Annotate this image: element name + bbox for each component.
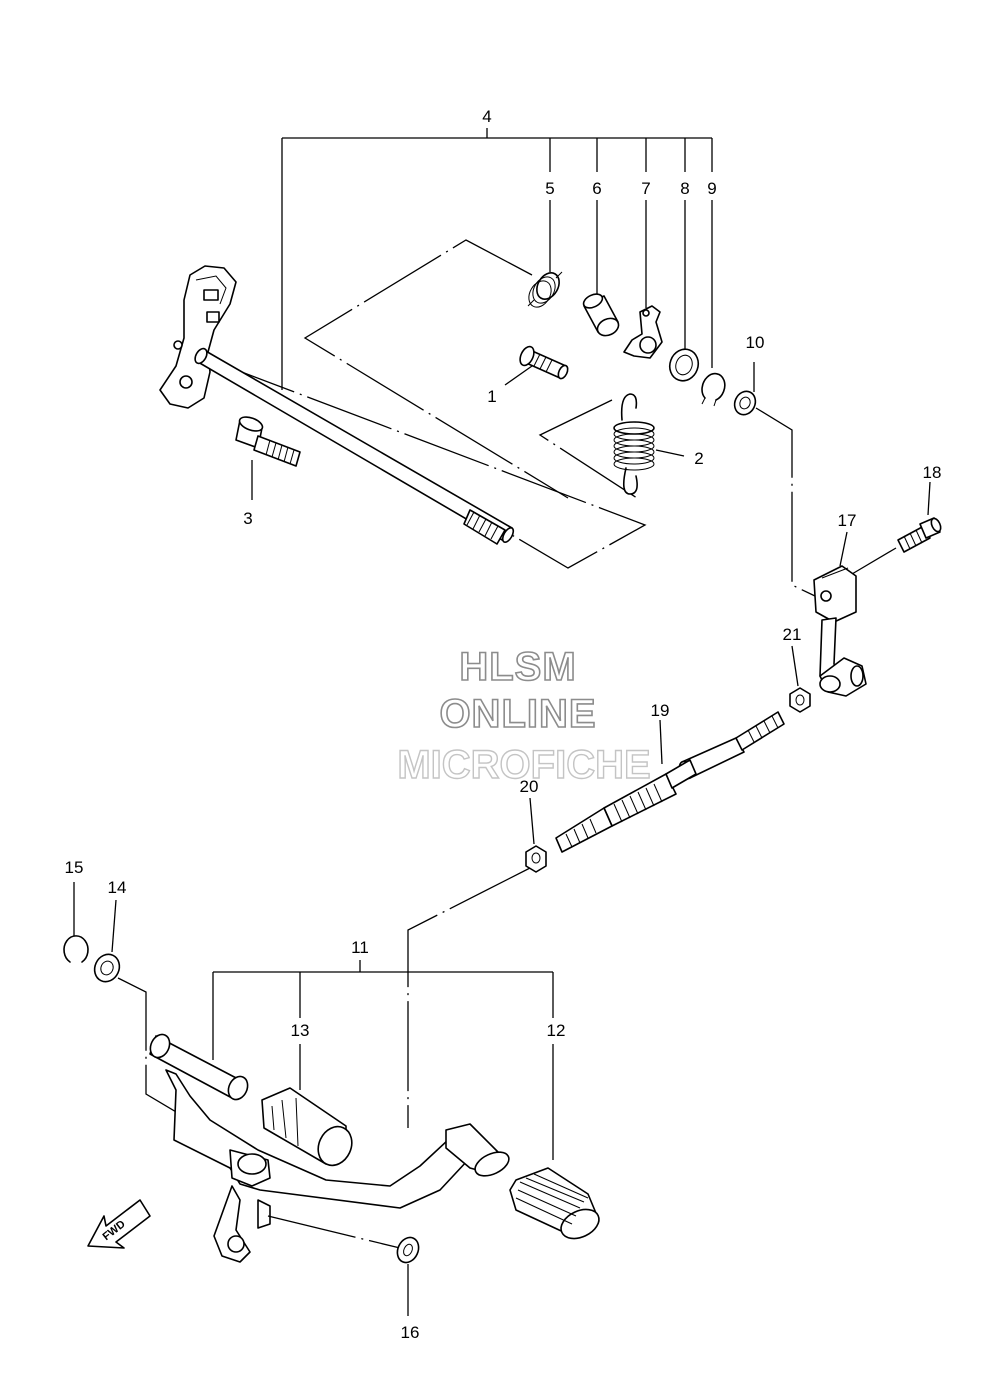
shift-shaft bbox=[194, 347, 515, 545]
spring-2 bbox=[613, 393, 685, 495]
callout-12: 12 bbox=[547, 1021, 566, 1040]
callout-labels: 4 5 6 7 8 9 10 1 2 3 18 17 21 19 20 15 1… bbox=[65, 107, 942, 1342]
callout-5: 5 bbox=[545, 179, 554, 198]
circlip-15 bbox=[63, 882, 89, 963]
nut-21 bbox=[789, 645, 811, 713]
assembly-guide-pedal bbox=[407, 867, 531, 1128]
callout-10: 10 bbox=[746, 333, 765, 352]
collar-1 bbox=[504, 345, 569, 386]
circlip-9 bbox=[701, 372, 726, 407]
collar-6 bbox=[582, 293, 620, 337]
lever-7 bbox=[623, 305, 663, 359]
washer-10 bbox=[733, 362, 816, 597]
callout-14: 14 bbox=[108, 878, 127, 897]
callout-20: 20 bbox=[520, 777, 539, 796]
callout-19: 19 bbox=[651, 701, 670, 720]
callout-15: 15 bbox=[65, 858, 84, 877]
assembly-guides-upper bbox=[209, 239, 647, 569]
spring-5 bbox=[527, 271, 563, 308]
pedal-pivot-shaft bbox=[149, 1033, 249, 1101]
group-11-bracket bbox=[212, 960, 554, 1160]
shift-arm bbox=[159, 265, 237, 409]
callout-13: 13 bbox=[291, 1021, 310, 1040]
shift-rod-19 bbox=[555, 711, 785, 853]
watermark: HLSM ONLINE MICROFICHE bbox=[397, 644, 652, 788]
callout-6: 6 bbox=[592, 179, 601, 198]
bolt-3 bbox=[235, 416, 301, 500]
callout-9: 9 bbox=[707, 179, 716, 198]
callout-3: 3 bbox=[243, 509, 252, 528]
callout-17: 17 bbox=[838, 511, 857, 530]
fwd-arrow-icon: FWD bbox=[87, 1199, 151, 1249]
callout-16: 16 bbox=[401, 1323, 420, 1342]
bolt-18 bbox=[851, 481, 942, 575]
washer-14 bbox=[93, 899, 241, 1151]
callout-2: 2 bbox=[694, 449, 703, 468]
group-4-bracket bbox=[281, 128, 713, 390]
callout-18: 18 bbox=[923, 463, 942, 482]
callout-1: 1 bbox=[487, 387, 496, 406]
callout-4: 4 bbox=[482, 107, 491, 126]
washer-16 bbox=[396, 1236, 420, 1316]
washer-8 bbox=[668, 348, 700, 382]
callout-8: 8 bbox=[680, 179, 689, 198]
shift-pedal bbox=[165, 1069, 510, 1263]
callout-11: 11 bbox=[351, 938, 369, 957]
watermark-line-3: MICROFICHE bbox=[397, 743, 650, 787]
nut-20 bbox=[525, 797, 547, 873]
rubber-12 bbox=[509, 1167, 600, 1240]
callout-7: 7 bbox=[641, 179, 650, 198]
rod-end-17 bbox=[813, 531, 867, 697]
watermark-line-2: ONLINE bbox=[439, 692, 596, 736]
watermark-line-1: HLSM bbox=[459, 645, 576, 689]
rubber-13 bbox=[261, 1087, 353, 1167]
callout-21: 21 bbox=[783, 625, 802, 644]
